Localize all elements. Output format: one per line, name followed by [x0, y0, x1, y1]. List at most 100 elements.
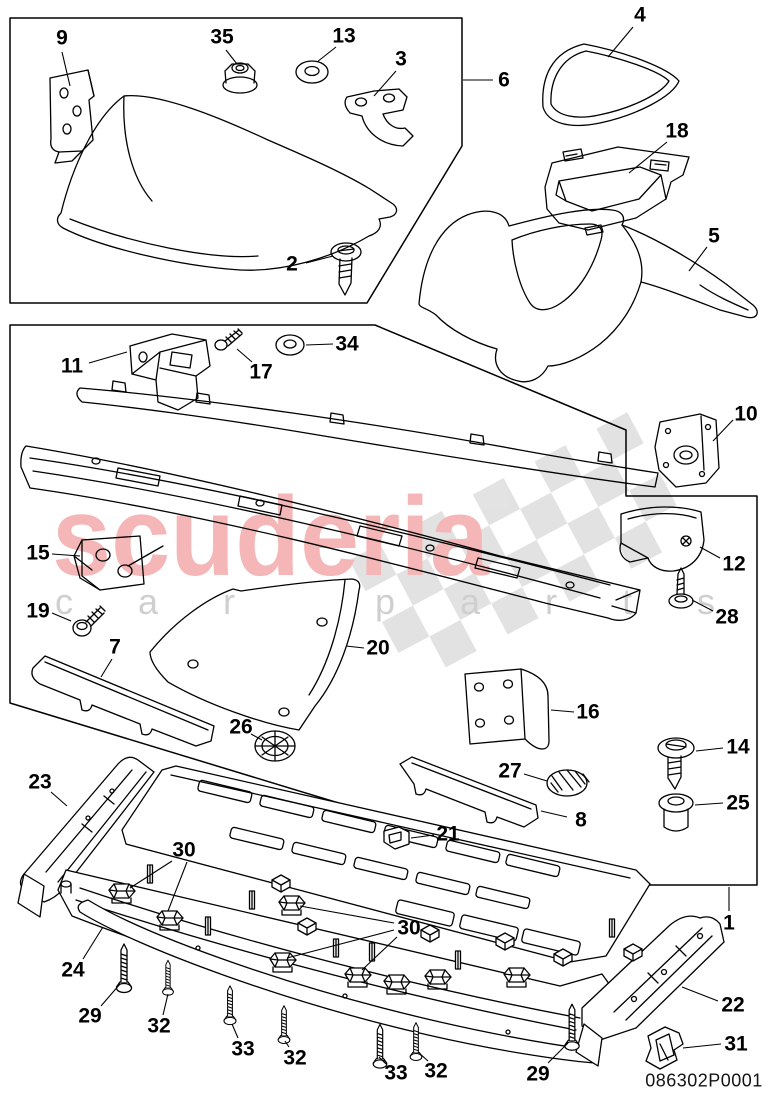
leader-line — [699, 546, 721, 559]
part-label-6: 6 — [498, 68, 510, 92]
part-18-tray — [544, 146, 690, 236]
leader-line — [361, 936, 398, 971]
part-4-panel — [542, 43, 680, 127]
screw-icon — [223, 985, 237, 1026]
clip-fastener-icon — [503, 967, 531, 988]
part-19-screw — [72, 605, 106, 637]
leader-line — [236, 348, 253, 363]
part-26-grommet — [254, 730, 296, 762]
leader-line — [688, 246, 708, 272]
part-label-32: 32 — [283, 1046, 307, 1070]
screw-icon — [409, 1022, 423, 1062]
part-34-washer — [275, 334, 305, 356]
leader-line — [628, 141, 668, 174]
part-label-22: 22 — [721, 993, 745, 1017]
leader-line — [378, 1056, 387, 1065]
leader-line — [100, 658, 113, 678]
leader-line — [316, 46, 337, 63]
leader-line — [162, 993, 169, 1016]
cube-block-icon — [297, 917, 317, 936]
leader-line — [286, 929, 395, 959]
part-label-24: 24 — [61, 958, 85, 982]
leader-line — [305, 255, 334, 264]
part-label-14: 14 — [726, 735, 750, 759]
leader-line — [523, 773, 548, 782]
part-1-grille-panel — [121, 765, 651, 963]
leader-lines — [50, 26, 734, 1065]
leader-line — [712, 419, 734, 442]
part-20-panel — [149, 578, 361, 731]
part-label-16: 16 — [576, 700, 600, 724]
leader-line — [129, 860, 173, 889]
part-12-bracket — [619, 506, 705, 572]
part-23-rail — [17, 756, 155, 918]
part-label-12: 12 — [722, 552, 746, 576]
peg-icon — [204, 916, 212, 936]
part-21-clip — [383, 826, 410, 850]
part-7-strip — [31, 655, 215, 747]
part-label-8: 8 — [575, 808, 587, 832]
leader-line — [691, 599, 714, 612]
part-label-19: 19 — [26, 599, 50, 623]
part-1-crossmember — [20, 445, 641, 621]
clip-fastener-icon — [156, 910, 184, 931]
part-label-4: 4 — [634, 3, 646, 27]
leader-line — [284, 1040, 290, 1048]
part-8-strip — [399, 756, 539, 828]
part-30-clips — [108, 883, 531, 995]
part-22-rail — [575, 915, 725, 1067]
leader-line — [100, 983, 121, 1007]
leader-line — [82, 926, 104, 960]
part-label-30: 30 — [397, 916, 421, 940]
part-label-10: 10 — [734, 402, 758, 426]
part-label-18: 18 — [665, 119, 689, 143]
clip-fastener-icon — [269, 952, 297, 973]
screw-icon — [277, 1005, 291, 1045]
cube-block-icon — [553, 948, 573, 967]
leader-line — [682, 1043, 722, 1049]
leader-line — [607, 26, 634, 58]
peg-icon — [454, 950, 462, 970]
part-label-26: 26 — [229, 715, 253, 739]
leader-line — [51, 553, 81, 557]
part-27-mesh — [546, 769, 590, 797]
frame-box-assembly-6 — [9, 17, 463, 304]
clip-fastener-icon — [424, 969, 452, 990]
leader-line — [51, 612, 72, 622]
part-label-30: 30 — [172, 838, 196, 862]
leader-line — [305, 343, 334, 346]
leader-line — [547, 1042, 569, 1064]
part-label-33: 33 — [231, 1037, 255, 1061]
part-label-17: 17 — [249, 360, 273, 384]
clip-fastener-icon — [108, 883, 136, 904]
part-14-screw — [657, 737, 695, 790]
part-1-upper-strip — [76, 380, 659, 488]
watermark-subbrand: car parts — [55, 581, 715, 622]
part-label-9: 9 — [56, 26, 68, 50]
clip-fastener-icon — [383, 974, 411, 995]
fastener-blocks — [146, 864, 643, 970]
part-31-clamp — [645, 1026, 684, 1070]
leader-line — [167, 861, 188, 912]
part-label-27: 27 — [498, 759, 522, 783]
part-label-5: 5 — [708, 224, 720, 248]
part-24-lip-strip — [77, 899, 595, 1064]
leader-line — [373, 70, 397, 97]
peg-icon — [608, 918, 616, 938]
leader-line — [417, 1051, 429, 1062]
part-label-25: 25 — [726, 791, 750, 815]
leader-line — [250, 733, 263, 741]
part-label-23: 23 — [28, 770, 52, 794]
leader-line — [88, 351, 128, 364]
part-label-32: 32 — [424, 1059, 448, 1083]
part-label-35: 35 — [210, 25, 234, 49]
leader-line — [345, 645, 365, 649]
cube-block-icon — [271, 874, 291, 893]
leader-line — [540, 810, 568, 818]
part-6-cover-panel — [56, 94, 398, 271]
part-label-32: 32 — [147, 1014, 171, 1038]
leader-line — [694, 802, 724, 806]
part-3-bracket — [344, 88, 414, 147]
part-label-28: 28 — [715, 605, 739, 629]
